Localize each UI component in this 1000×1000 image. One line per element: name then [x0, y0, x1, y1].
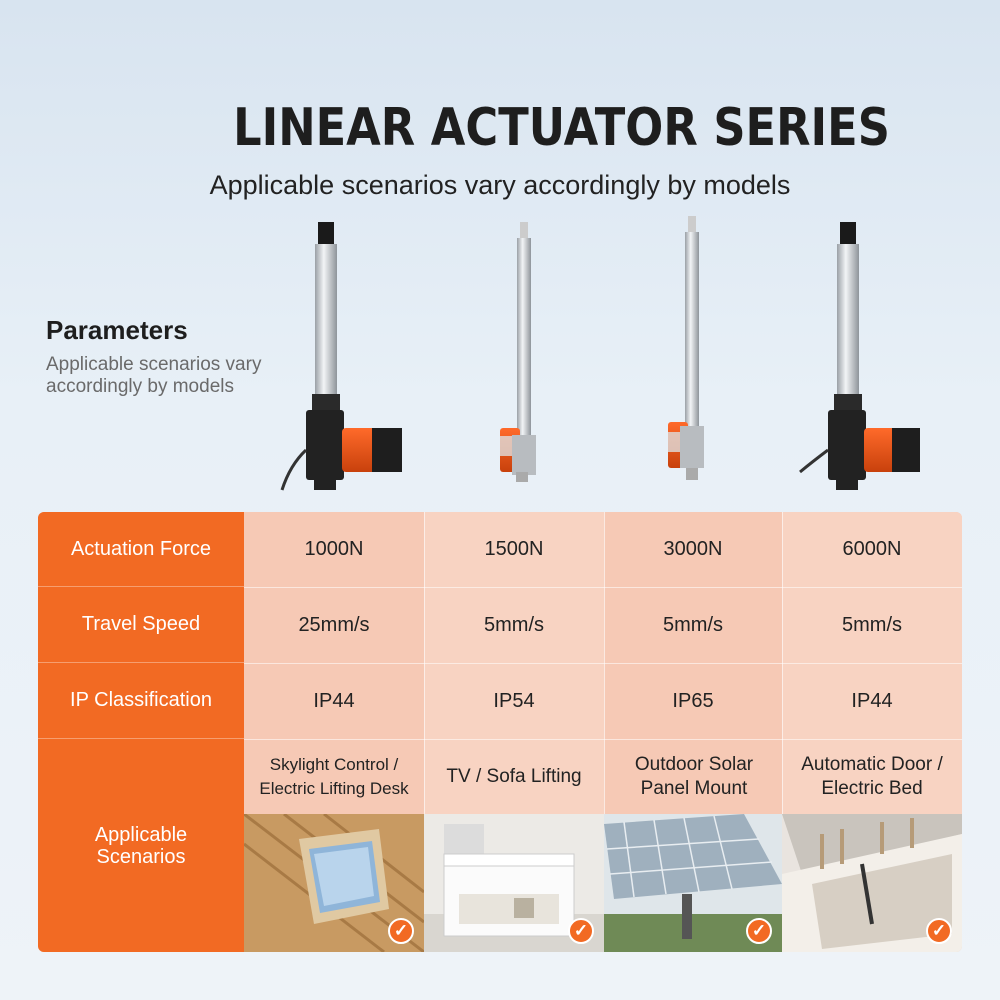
- ip-3000n: IP65: [672, 689, 714, 712]
- spec-table: Actuation Force Travel Speed IP Classifi…: [38, 512, 962, 952]
- actuator-1000n-image: [280, 222, 402, 491]
- ip-1000n: IP44: [313, 689, 355, 712]
- force-3000n: 3000N: [663, 538, 723, 560]
- row-header-actuation-force: Actuation Force: [38, 512, 244, 587]
- row-header-travel-speed: Travel Speed: [38, 587, 244, 663]
- actuator-6000n-image: [799, 222, 920, 490]
- row-divider: [244, 663, 962, 664]
- check-icon: ✓: [926, 918, 952, 944]
- force-1500n: 1500N: [484, 538, 544, 560]
- parameters-description: Applicable scenarios vary accordingly by…: [46, 354, 262, 397]
- actuator-product-images: [280, 216, 920, 491]
- row-header-ip-classification: IP Classification: [38, 663, 244, 739]
- parameters-title: Parameters: [46, 315, 188, 345]
- check-icon: ✓: [746, 918, 772, 944]
- row-header-column: Actuation Force Travel Speed IP Classifi…: [38, 512, 244, 952]
- ip-1500n: IP54: [493, 689, 535, 712]
- scenario-1500n: TV / Sofa Lifting: [446, 766, 582, 787]
- row-divider: [244, 587, 962, 588]
- force-1000n: 1000N: [304, 538, 364, 560]
- force-6000n: 6000N: [842, 538, 902, 560]
- speed-3000n: 5mm/s: [663, 613, 723, 636]
- page-subtitle: Applicable scenarios vary accordingly by…: [209, 170, 791, 200]
- actuator-1500n-image: [500, 222, 536, 482]
- speed-1000n: 25mm/s: [298, 613, 370, 636]
- ip-6000n: IP44: [851, 689, 893, 712]
- column-divider: [424, 512, 425, 952]
- lift-table-photo: ✓: [424, 814, 604, 952]
- check-icon: ✓: [568, 918, 594, 944]
- solar-panel-photo: ✓: [604, 814, 782, 952]
- storage-bed-photo: ✓: [782, 814, 962, 952]
- check-icon: ✓: [388, 918, 414, 944]
- actuator-3000n-image: [668, 216, 704, 480]
- row-divider: [244, 739, 962, 740]
- speed-6000n: 5mm/s: [842, 613, 902, 636]
- column-divider: [604, 512, 605, 952]
- speed-1500n: 5mm/s: [484, 613, 544, 636]
- page-title: LINEAR ACTUATOR SERIES: [233, 98, 890, 158]
- scenario-3000n: Outdoor Solar Panel Mount: [634, 754, 754, 799]
- row-header-applicable-scenarios: Applicable Scenarios: [94, 823, 188, 868]
- scenario-6000n: Automatic Door / Electric Bed: [801, 754, 943, 799]
- column-divider: [782, 512, 783, 952]
- scenario-1000n: Skylight Control / Electric Lifting Desk: [259, 755, 409, 798]
- skylight-photo: ✓: [244, 814, 424, 952]
